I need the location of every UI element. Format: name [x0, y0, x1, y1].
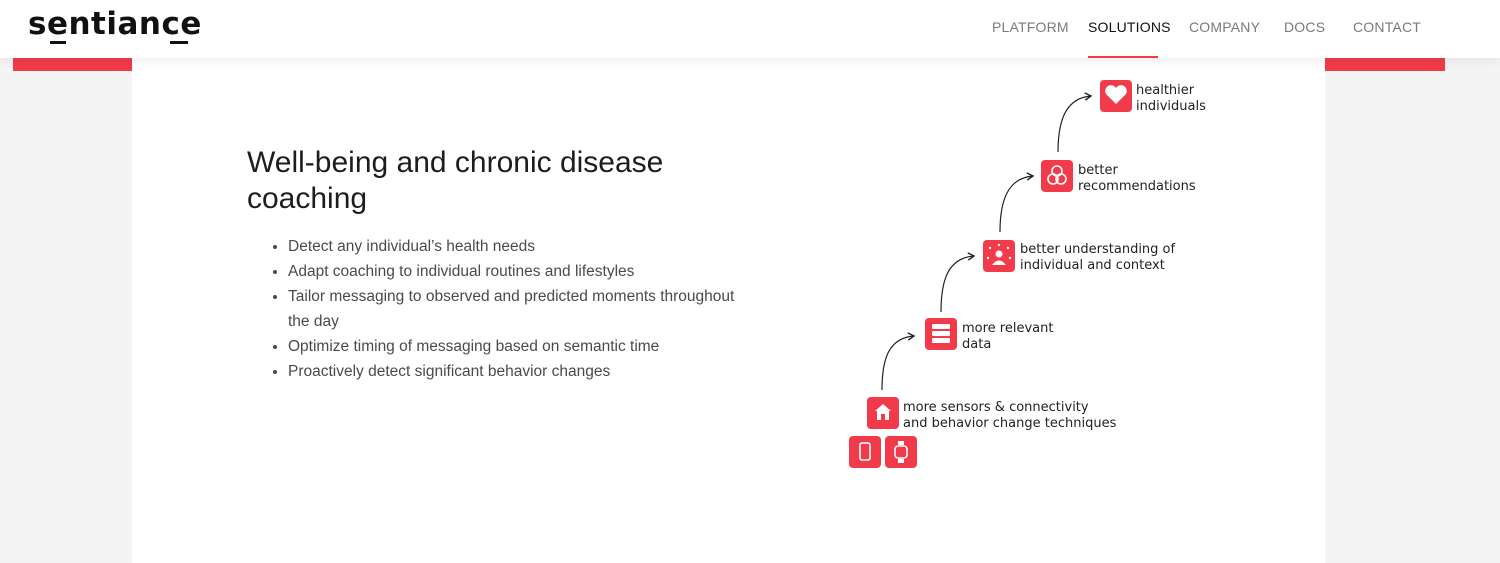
step-label-line2: recommendations — [1078, 179, 1196, 194]
heart-glyph — [1105, 85, 1127, 104]
active-nav-indicator — [1088, 56, 1158, 58]
nav-solutions[interactable]: SOLUTIONS — [1088, 19, 1171, 35]
arrow-2 — [940, 252, 976, 313]
feature-item: Detect any individual’s health needs — [288, 234, 748, 259]
connector-arrows — [881, 92, 1093, 391]
step-more-sensors: more sensors & connectivity and behavior… — [867, 397, 1117, 431]
step-label-line1: healthier — [1136, 83, 1195, 98]
step-healthier-individuals: healthier individuals — [1100, 80, 1206, 114]
step-better-recommendations: better recommendations — [1041, 160, 1196, 194]
logo-underline-right — [170, 41, 188, 44]
arrow-1 — [881, 332, 916, 391]
step-label-line2: data — [962, 337, 991, 352]
device-icons — [849, 436, 917, 468]
site-header: sentiance PLATFORM SOLUTIONS COMPANY DOC… — [0, 0, 1500, 58]
phone-icon — [849, 436, 881, 468]
step-label-line1: more relevant — [962, 321, 1053, 336]
step-label-line2: individual and context — [1020, 258, 1165, 273]
step-label-line1: better — [1078, 163, 1118, 178]
feature-item: Proactively detect significant behavior … — [288, 359, 748, 384]
feature-item: Tailor messaging to observed and predict… — [288, 284, 748, 334]
arrow-4 — [1057, 92, 1093, 153]
watch-icon — [885, 436, 917, 468]
step-label-line1: better understanding of — [1020, 242, 1176, 257]
feature-item: Adapt coaching to individual routines an… — [288, 259, 748, 284]
value-staircase-diagram: healthier individuals better recommendat… — [849, 80, 1206, 468]
feature-list: Detect any individual’s health needs Ada… — [270, 234, 748, 384]
arrow-3 — [999, 172, 1035, 233]
step-label-line2: individuals — [1136, 99, 1206, 114]
step-better-understanding: better understanding of individual and c… — [983, 240, 1176, 273]
accent-strip-right — [1325, 58, 1445, 71]
nav-platform[interactable]: PLATFORM — [992, 19, 1069, 35]
nav-docs[interactable]: DOCS — [1284, 19, 1326, 35]
sentiance-logo[interactable]: sentiance — [28, 6, 202, 44]
step-more-relevant-data: more relevant data — [925, 318, 1053, 352]
section-title: Well-being and chronic disease coaching — [247, 146, 664, 215]
logo-text: sentiance — [28, 6, 202, 42]
logo-underline-left — [50, 41, 66, 44]
nav-company[interactable]: COMPANY — [1189, 19, 1261, 35]
feature-item: Optimize timing of messaging based on se… — [288, 334, 748, 359]
step-label-line1: more sensors & connectivity — [903, 400, 1089, 415]
nav-contact[interactable]: CONTACT — [1353, 19, 1422, 35]
content-card — [132, 58, 1325, 563]
step-label-line2: and behavior change techniques — [903, 416, 1117, 431]
accent-strip-left — [13, 58, 132, 71]
